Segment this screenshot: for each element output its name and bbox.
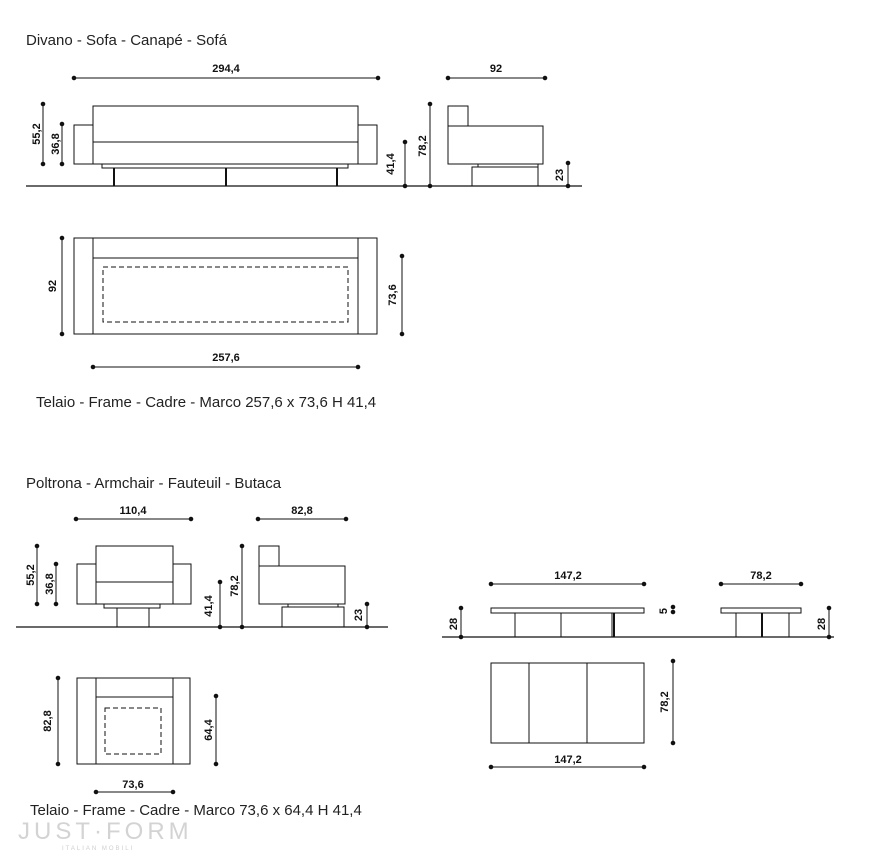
brand-logo: JUST·FORM: [18, 818, 193, 845]
sofa-frame-caption: Telaio - Frame - Cadre - Marco 257,6 x 7…: [36, 394, 377, 411]
sofa-base-height-label: 23: [554, 169, 566, 181]
sofa-front-view: [26, 105, 582, 187]
armchair-plan-depth-label: 82,8: [42, 710, 54, 731]
armchair-base-height-label: 23: [353, 609, 365, 621]
table-height-side-label: 28: [816, 618, 828, 630]
sofa-seat-height-label: 41,4: [385, 152, 397, 174]
armchair-plan-inner-width-label: 73,6: [122, 779, 143, 791]
armchair-height-arm-label: 36,8: [44, 573, 56, 594]
sofa-plan-inner-width-label: 257,6: [212, 352, 240, 364]
sofa-plan-inner-depth-label: 73,6: [387, 284, 399, 305]
table-height-label: 28: [448, 618, 460, 630]
sofa-width-dimension: [71, 75, 381, 81]
brand-tagline: ITALIAN MOBILI: [62, 846, 135, 852]
sofa-height-back-label: 55,2: [31, 123, 43, 144]
table-side-view: [718, 581, 832, 640]
table-top-thickness-label: 5: [658, 608, 670, 614]
table-plan-length-label: 147,2: [554, 754, 582, 766]
armchair-frame-caption: Telaio - Frame - Cadre - Marco 73,6 x 64…: [30, 802, 362, 819]
sofa-width-label: 294,4: [212, 63, 240, 75]
sofa-height-arm-label: 36,8: [50, 133, 62, 154]
sofa-total-height-label: 78,2: [417, 135, 429, 156]
armchair-width-label: 110,4: [120, 505, 148, 517]
armchair-seat-height-label: 41,4: [203, 594, 215, 616]
armchair-depth-label: 82,8: [291, 505, 312, 517]
armchair-total-height-label: 78,2: [229, 575, 241, 596]
table-plan-depth-label: 78,2: [659, 691, 671, 712]
sofa-height-dimensions: [40, 101, 408, 189]
armchair-plan-inner-depth-label: 64,4: [203, 718, 215, 740]
sofa-title: Divano - Sofa - Canapé - Sofá: [26, 32, 227, 49]
table-width-label: 78,2: [750, 570, 771, 582]
armchair-front-view: [16, 516, 388, 630]
sofa-depth-label: 92: [490, 63, 502, 75]
sofa-plan-depth-label: 92: [47, 280, 59, 292]
armchair-title: Poltrona - Armchair - Fauteuil - Butaca: [26, 475, 282, 492]
table-length-label: 147,2: [554, 570, 582, 582]
armchair-side-view: [239, 516, 370, 630]
armchair-height-back-label: 55,2: [25, 564, 37, 585]
sofa-side-view: [427, 75, 571, 189]
armchair-plan-view: [55, 675, 219, 795]
sofa-plan-view: [59, 235, 405, 370]
table-front-view: [442, 581, 834, 640]
table-plan-view: [488, 658, 676, 770]
